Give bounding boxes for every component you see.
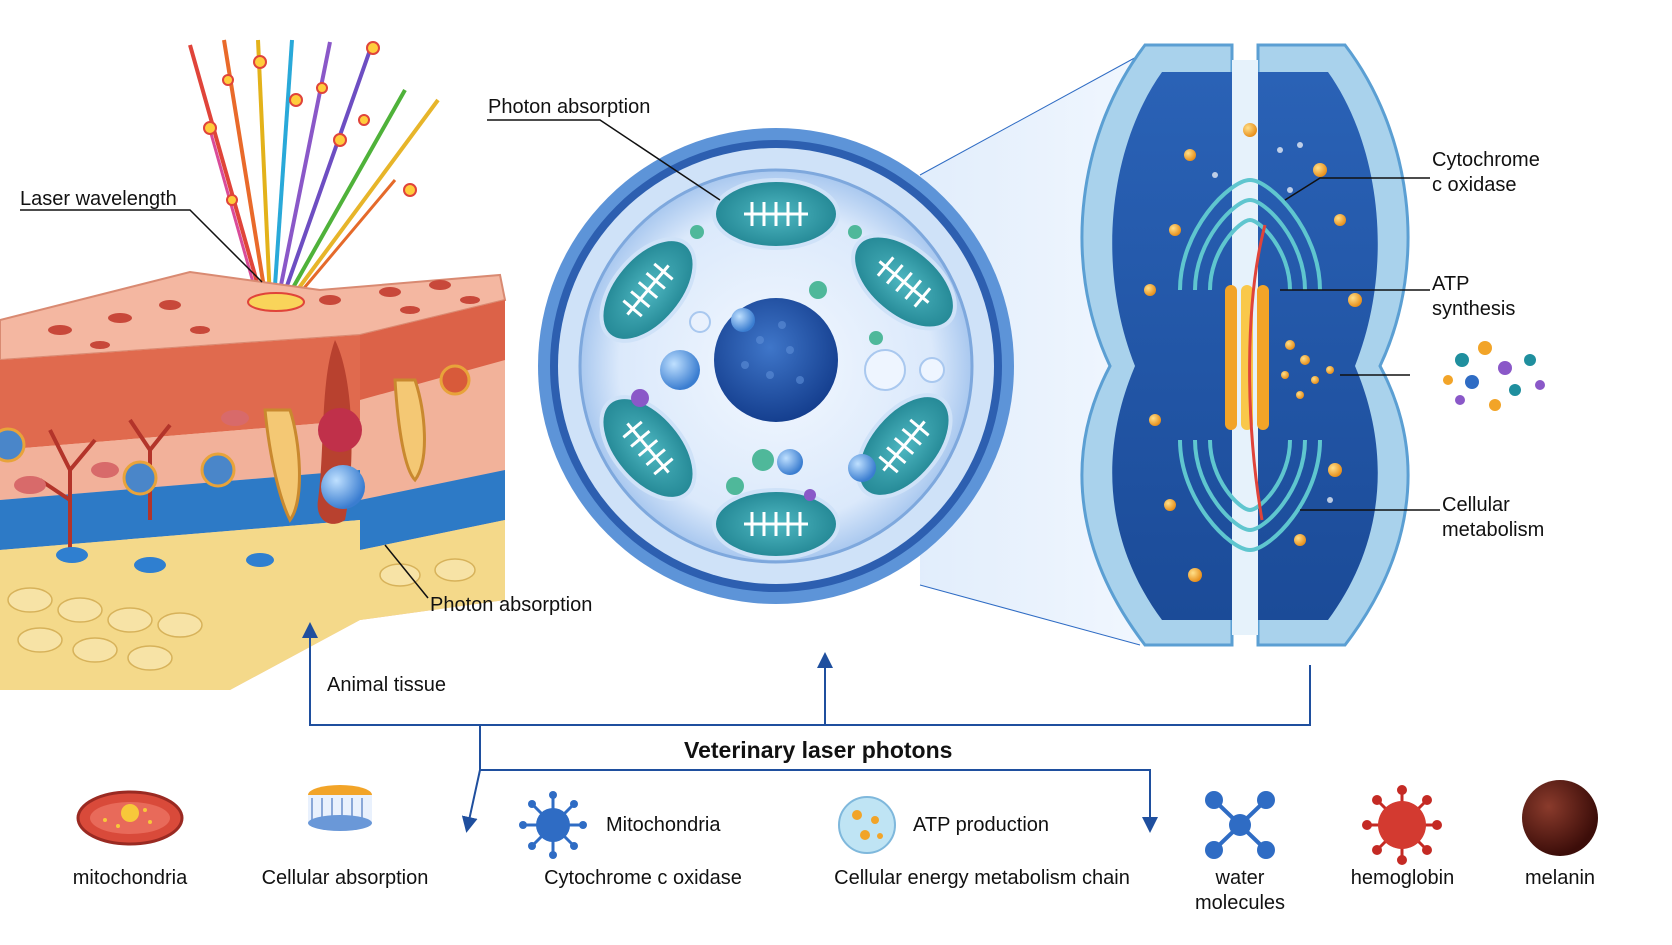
label-cytochrome-line1: Cytochrome bbox=[1432, 149, 1540, 171]
diagram-title: Veterinary laser photons bbox=[684, 737, 953, 763]
atp-icon bbox=[838, 796, 896, 854]
legend-label-melanin: melanin bbox=[1524, 867, 1596, 889]
label-photon-absorption-top: Photon absorption bbox=[488, 96, 651, 118]
molecule-icon bbox=[1205, 791, 1275, 859]
legend-label-water: water molecules bbox=[1194, 867, 1286, 914]
laser-beams bbox=[188, 39, 440, 302]
leader-lines bbox=[20, 119, 1440, 599]
membrane-icon bbox=[308, 785, 372, 831]
label-animal-tissue: Animal tissue bbox=[327, 674, 446, 696]
label-cytochrome-line2: c oxidase bbox=[1432, 174, 1517, 196]
legend-label-mitochondria: mitochondria bbox=[72, 867, 188, 889]
label-laser-wavelength: Laser wavelength bbox=[20, 188, 177, 210]
label-atp-line2: synthesis bbox=[1432, 298, 1516, 320]
melanin-icon bbox=[1522, 780, 1598, 856]
label-atp-line1: ATP bbox=[1432, 273, 1470, 295]
tissue-cells bbox=[0, 364, 471, 573]
legend-label-hemoglobin: hemoglobin bbox=[1350, 867, 1455, 889]
label-photon-absorption-tissue: Photon absorption bbox=[430, 594, 593, 616]
legend-label-cytochrome: Cytochrome c oxidase bbox=[544, 867, 742, 889]
label-metabolism-line1: Cellular bbox=[1442, 494, 1510, 516]
flow-arrows bbox=[302, 622, 1311, 833]
cell-mitochondria bbox=[599, 178, 957, 560]
tissue-block bbox=[0, 270, 507, 690]
legend-label-mitochondria-virus: Mitochondria bbox=[606, 814, 721, 836]
hemoglobin-icon bbox=[1362, 785, 1442, 865]
legend-label-energy-chain: Cellular energy metabolism chain bbox=[834, 867, 1130, 889]
mitochondrion-zoom bbox=[1080, 43, 1410, 647]
mitochondria-icon bbox=[76, 790, 184, 846]
legend-label-atp-production: ATP production bbox=[913, 814, 1050, 836]
molecule-cluster bbox=[1443, 341, 1545, 411]
cell-diagram bbox=[538, 128, 1014, 604]
cell-vesicles bbox=[631, 225, 945, 501]
label-metabolism-line2: metabolism bbox=[1442, 519, 1545, 541]
legend-label-cellular-absorption: Cellular absorption bbox=[261, 867, 429, 889]
virus-icon bbox=[519, 791, 587, 859]
